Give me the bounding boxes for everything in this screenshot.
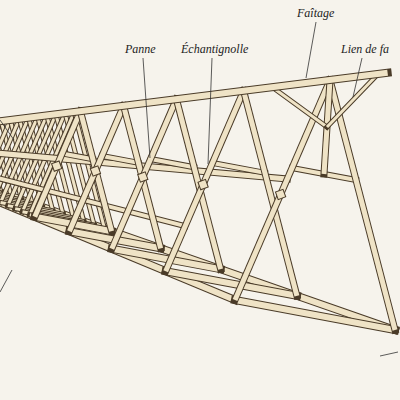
leader-line	[0, 270, 12, 292]
beam	[235, 80, 330, 300]
beam-edge	[166, 271, 297, 296]
beam-edge	[166, 91, 244, 271]
beam	[80, 111, 111, 231]
beam-edge	[235, 80, 330, 300]
part-label: Panne	[124, 42, 157, 56]
echantignolle-block	[138, 172, 148, 182]
beam	[30, 112, 74, 215]
beam	[0, 163, 185, 226]
beam-edge	[112, 99, 177, 249]
leader-line	[208, 58, 212, 164]
echantignolle-block	[52, 161, 62, 171]
beam	[124, 106, 161, 249]
beam-edge	[80, 111, 111, 231]
beam-edge	[124, 106, 161, 249]
timbers	[0, 73, 395, 330]
beam	[272, 87, 327, 127]
echantignolle-block	[90, 166, 100, 176]
beam	[166, 271, 297, 296]
beam	[330, 80, 395, 330]
beam	[15, 114, 56, 208]
beam-edge	[212, 163, 264, 173]
beam-edge	[235, 300, 395, 330]
beam	[235, 300, 395, 330]
beam	[112, 99, 177, 249]
beam-edge	[69, 106, 123, 231]
beam	[166, 91, 244, 271]
beam-edge	[176, 99, 220, 269]
beam-edge	[0, 163, 185, 226]
beam	[212, 163, 264, 173]
leader-line	[380, 352, 398, 356]
beam-edge	[272, 87, 327, 127]
beam	[69, 106, 123, 231]
echantignolle-block	[275, 189, 285, 199]
echantignolle-block	[198, 179, 208, 189]
part-label: Faîtage	[296, 6, 335, 20]
beam-edge	[35, 111, 81, 217]
beam-edge	[102, 156, 138, 163]
part-label: Lien de fa	[340, 42, 390, 56]
beam	[102, 156, 138, 163]
beam	[176, 99, 220, 269]
beam-edge	[151, 159, 195, 167]
beam-edge	[0, 73, 388, 128]
beam	[151, 159, 195, 167]
beam	[35, 111, 81, 217]
leader-line	[143, 58, 150, 158]
beam-edge	[15, 114, 56, 208]
leader-line	[353, 58, 362, 97]
beam-edge	[30, 112, 74, 215]
leader-line	[306, 22, 316, 78]
beam-edge	[330, 80, 395, 330]
beam	[0, 73, 388, 128]
part-label: Échantignolle	[180, 42, 249, 56]
leader-line	[0, 120, 14, 140]
